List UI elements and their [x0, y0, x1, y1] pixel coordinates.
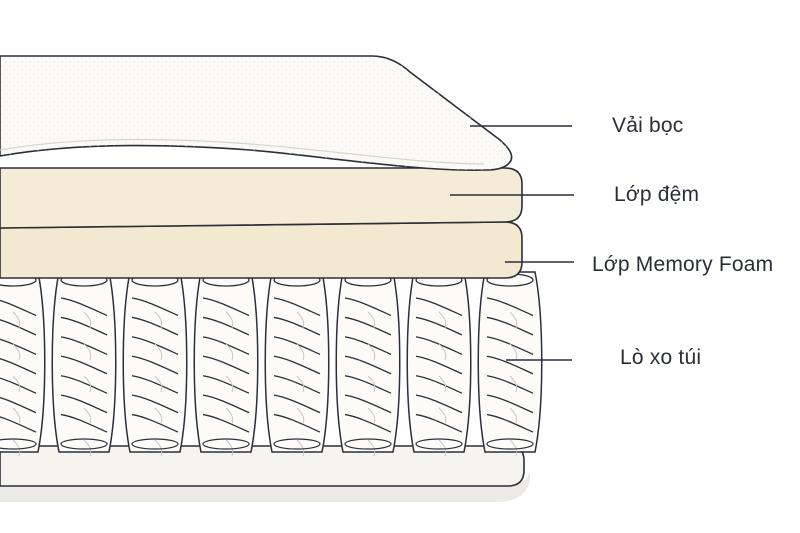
- cover-fabric-texture: [0, 56, 512, 171]
- memory-foam-layer: [0, 221, 523, 279]
- comfort-layer: [0, 167, 523, 229]
- spring-pocket: [335, 271, 401, 453]
- spring-bottom-cap: [344, 438, 392, 450]
- spring-fabric-fold: [83, 311, 92, 457]
- spring-bottom-cap: [415, 438, 463, 450]
- pocket-spring: [406, 271, 472, 457]
- label-comfort-layer: Lớp đệm: [614, 183, 700, 206]
- label-cover-fabric: Vải bọc: [612, 114, 684, 137]
- spring-pocket: [122, 271, 188, 453]
- spring-fabric-fold: [509, 311, 518, 457]
- spring-pocket: [477, 271, 543, 453]
- spring-fabric-fold: [225, 311, 234, 457]
- pocket-spring: [0, 271, 46, 457]
- spring-bottom-cap: [486, 438, 534, 450]
- spring-pocket: [0, 271, 46, 453]
- spring-fabric-fold: [296, 311, 305, 457]
- spring-fabric-fold: [438, 311, 447, 457]
- spring-pocket: [406, 271, 472, 453]
- spring-fabric-fold: [154, 311, 163, 457]
- spring-fabric-fold: [12, 311, 21, 457]
- pocket-spring: [264, 271, 330, 457]
- spring-pocket: [264, 271, 330, 453]
- pocket-spring: [122, 271, 188, 457]
- label-memory-foam: Lớp Memory Foam: [592, 253, 774, 276]
- pocket-spring: [51, 271, 117, 457]
- cover-edge-line: [0, 138, 485, 165]
- spring-pocket: [51, 271, 117, 453]
- spring-bottom-cap: [60, 438, 108, 450]
- spring-bottom-cap: [131, 438, 179, 450]
- pocket-spring: [477, 271, 543, 457]
- spring-pocket: [193, 271, 259, 453]
- pocket-spring: [193, 271, 259, 457]
- pocket-spring: [335, 271, 401, 457]
- spring-fabric-fold: [367, 311, 376, 457]
- spring-bottom-cap: [0, 438, 37, 450]
- label-pocket-springs: Lò xo túi: [620, 346, 702, 369]
- spring-bottom-cap: [202, 438, 250, 450]
- pocket-springs-layer: [0, 271, 543, 457]
- spring-bottom-cap: [273, 438, 321, 450]
